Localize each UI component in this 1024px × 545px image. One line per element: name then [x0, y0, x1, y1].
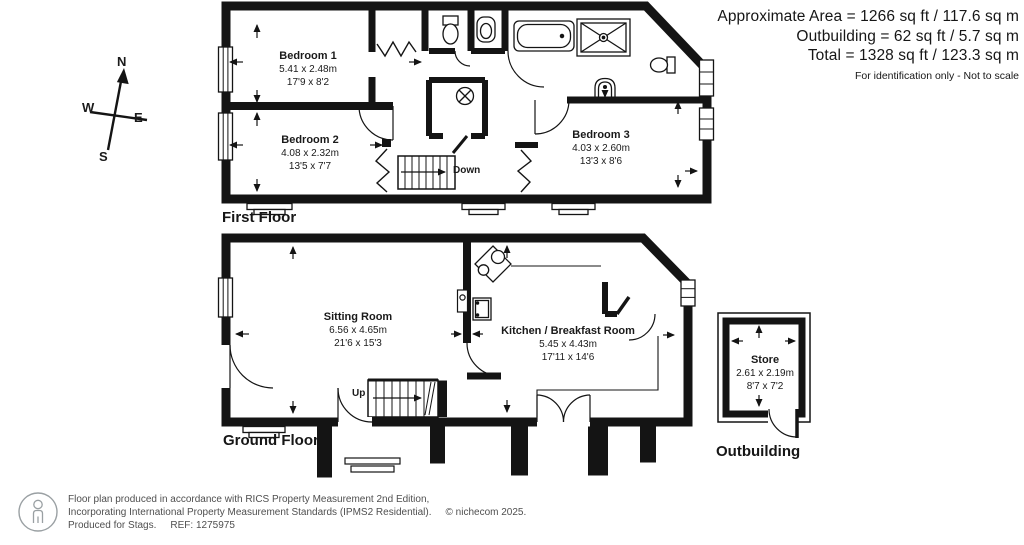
bathtub-icon: [513, 20, 575, 52]
outbuilding-wall: [722, 317, 806, 418]
first-floor-title: First Floor: [222, 209, 297, 226]
stairs-up-label: Up: [352, 388, 366, 399]
cylinder-icon: [455, 86, 475, 106]
window: [698, 59, 715, 141]
sink-icon: [472, 297, 492, 321]
ground-floor-title: Ground Floor: [223, 432, 319, 449]
french-doors: [536, 394, 591, 427]
nichecom-logo-icon: [18, 492, 58, 532]
reference-number: REF: 1275975: [170, 520, 235, 531]
basin-icon: [476, 16, 496, 43]
outbuilding-title: Outbuilding: [716, 443, 801, 460]
bay-window: [242, 425, 286, 439]
outbuilding-plan: [717, 312, 811, 438]
exterior-wall: [221, 233, 693, 427]
compass-e: E: [134, 110, 143, 125]
outbuilding-door: [768, 406, 799, 438]
stairs-down-label: Down: [453, 165, 481, 176]
footer-line-3: Produced for Stags.REF: 1275975: [68, 520, 235, 531]
compass-w: W: [82, 100, 95, 115]
window: [217, 46, 234, 161]
footer-line-1: Floor plan produced in accordance with R…: [68, 494, 430, 505]
front-door: [337, 387, 373, 427]
footer-line-2: Incorporating International Property Mea…: [68, 507, 527, 518]
bay-window: [246, 202, 596, 216]
entrance-door-left: [219, 344, 274, 389]
shower-icon: [576, 18, 631, 57]
room-label-bedroom-3: Bedroom 3 4.03 x 2.60m 13'3 x 8'6: [572, 129, 630, 167]
stairs-up: [367, 378, 447, 418]
compass-n: N: [117, 54, 127, 69]
hob-icon: [474, 245, 512, 283]
bedroom3-folding-door-icon: [516, 149, 533, 193]
room-label-sitting-room: Sitting Room 6.56 x 4.65m 21'6 x 15'3: [323, 311, 393, 349]
appliance-icon: [456, 289, 469, 313]
compass-s: S: [99, 149, 108, 164]
room-label-kitchen: Kitchen / Breakfast Room 5.45 x 4.43m 17…: [501, 325, 635, 363]
dimension-arrows: [229, 24, 698, 192]
window: [217, 277, 234, 318]
toilet-icon: [442, 15, 459, 45]
first-floor-plan: [217, 1, 715, 216]
copyright: © nichecom 2025.: [445, 507, 527, 518]
rear-piers: [511, 426, 656, 476]
stairs-down: [397, 155, 456, 190]
wall-post: [382, 139, 391, 147]
ground-floor-plan: [217, 233, 696, 478]
stair-door-icon: [374, 148, 391, 193]
area-summary: Approximate Area = 1266 sq ft / 117.6 sq…: [717, 7, 1019, 83]
dimension-arrows: [235, 245, 675, 414]
window: [680, 279, 696, 307]
area-line-total-main: Approximate Area = 1266 sq ft / 117.6 sq…: [717, 8, 1019, 25]
area-line-outbuilding: Outbuilding = 62 sq ft / 5.7 sq m: [796, 27, 1019, 45]
bifold-door-icon: [376, 40, 417, 58]
room-label-bedroom-1: Bedroom 1 5.41 x 2.48m 17'9 x 8'2: [279, 50, 337, 88]
cupboard-door-leaf: [615, 295, 631, 316]
room-label-bedroom-2: Bedroom 2 4.08 x 2.32m 13'5 x 7'7: [281, 134, 339, 172]
footer: Floor plan produced in accordance with R…: [17, 489, 526, 535]
cupboard-door-leaf: [451, 135, 469, 154]
porch: [317, 426, 445, 478]
interior-walls: [226, 6, 707, 148]
toilet-icon: [649, 56, 676, 74]
not-to-scale-note: For identification only - Not to scale: [855, 69, 1019, 82]
door-arcs: [466, 313, 656, 377]
area-line-total: Total = 1328 sq ft / 123.3 sq m: [807, 47, 1019, 64]
dimension-arrows: [731, 325, 796, 407]
compass-icon: [89, 68, 148, 151]
room-label-store: Store 2.61 x 2.19m 8'7 x 7'2: [736, 354, 794, 392]
footer-text: Floor plan produced in accordance with R…: [68, 489, 526, 532]
